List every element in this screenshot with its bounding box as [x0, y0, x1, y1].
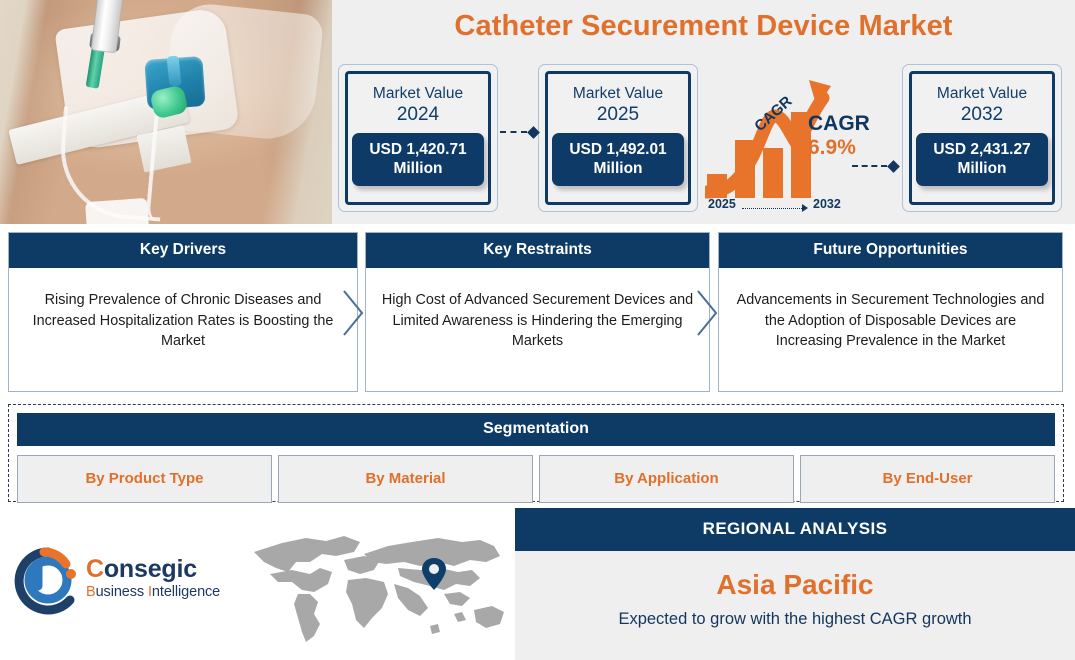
map-location-pin-icon	[422, 558, 446, 590]
timeline-line	[742, 207, 802, 209]
key-restraints-text: High Cost of Advanced Securement Devices…	[381, 292, 694, 349]
connector-2024-to-2025	[500, 125, 540, 139]
segmentation-section: Segmentation By Product Type By Material…	[8, 404, 1064, 503]
logo-name-rest: onsegic	[103, 555, 197, 583]
key-drivers-text: Rising Prevalence of Chronic Diseases an…	[32, 292, 334, 349]
photo-iv-tubing-bottom	[85, 197, 149, 224]
cagr-timeline-arrow-icon	[742, 204, 808, 212]
segmentation-row: By Product Type By Material By Applicati…	[15, 455, 1057, 503]
market-value-amount-number: USD 2,431.27	[933, 141, 1031, 158]
market-value-year: 2025	[596, 104, 640, 125]
consegic-logo-mark-icon	[14, 547, 76, 615]
key-restraints-heading: Key Restraints	[366, 233, 709, 268]
connector-dashed-line	[500, 131, 527, 133]
regional-analysis-panel: REGIONAL ANALYSIS Asia Pacific Expected …	[515, 508, 1075, 660]
logo-tagline-i: I	[147, 584, 152, 600]
logo-tagline-ntelligence: ntelligence	[151, 584, 221, 600]
market-value-card-2024: Market Value 2024 USD 1,420.71 Million	[338, 64, 498, 212]
market-value-year: 2024	[396, 104, 440, 125]
future-opportunities-box: Future Opportunities Advancements in Sec…	[718, 232, 1063, 392]
chevron-right-icon	[343, 290, 365, 336]
cagr-value: 6.9%	[808, 136, 856, 159]
connector-cagr-to-2032	[852, 159, 900, 173]
logo-tagline-b: B	[86, 584, 96, 600]
consegic-logo-text: Consegic Business Intelligence	[86, 555, 220, 601]
market-value-card-2032: Market Value 2032 USD 2,431.27 Million	[902, 64, 1062, 212]
chevron-right-icon	[697, 290, 719, 336]
segmentation-item-application[interactable]: By Application	[539, 455, 794, 503]
segmentation-item-product-type[interactable]: By Product Type	[17, 455, 272, 503]
consegic-logo: Consegic Business Intelligence	[14, 546, 244, 626]
world-map-icon	[248, 532, 510, 650]
timeline-arrowhead	[802, 204, 808, 212]
market-value-amount: USD 1,492.01 Million	[552, 133, 684, 186]
market-value-card-2025: Market Value 2025 USD 1,492.01 Million	[538, 64, 698, 212]
market-value-amount-number: USD 1,420.71	[369, 141, 467, 158]
logo-tagline-usiness: usiness	[95, 584, 148, 600]
market-value-card-inner: Market Value 2025 USD 1,492.01 Million	[545, 71, 691, 205]
page-title: Catheter Securement Device Market	[454, 10, 953, 42]
key-drivers-box: Key Drivers Rising Prevalence of Chronic…	[8, 232, 358, 392]
cagr-end-year: 2032	[813, 197, 841, 211]
cagr-growth-chart-icon: CAGR	[700, 70, 900, 215]
regional-analysis-note: Expected to grow with the highest CAGR g…	[618, 610, 972, 628]
logo-company-name: Consegic	[86, 555, 220, 583]
future-opportunities-heading: Future Opportunities	[719, 233, 1062, 268]
regional-analysis-region: Asia Pacific	[716, 569, 874, 600]
future-opportunities-text: Advancements in Securement Technologies …	[736, 292, 1045, 349]
hero-photo-iv-catheter	[0, 0, 332, 224]
market-value-label: Market Value	[936, 85, 1028, 102]
cagr-readout: CAGR 6.9%	[808, 112, 870, 160]
cagr-word-label: CAGR	[808, 112, 870, 135]
segmentation-item-material[interactable]: By Material	[278, 455, 533, 503]
logo-name-initial: C	[86, 555, 104, 583]
market-value-amount-number: USD 1,492.01	[569, 141, 667, 158]
connector-diamond-icon	[527, 125, 540, 139]
market-value-amount-unit: Million	[957, 160, 1007, 177]
market-value-amount: USD 1,420.71 Million	[352, 133, 484, 186]
segmentation-heading: Segmentation	[17, 413, 1055, 446]
cagr-start-year: 2025	[708, 197, 736, 211]
market-value-year: 2032	[960, 104, 1004, 125]
market-value-card-inner: Market Value 2024 USD 1,420.71 Million	[345, 71, 491, 205]
connector-dashed-line	[852, 165, 887, 167]
market-value-amount-unit: Million	[393, 160, 443, 177]
market-value-card-inner: Market Value 2032 USD 2,431.27 Million	[909, 71, 1055, 205]
key-restraints-box: Key Restraints High Cost of Advanced Sec…	[365, 232, 710, 392]
market-value-amount: USD 2,431.27 Million	[916, 133, 1048, 186]
key-drivers-heading: Key Drivers	[9, 233, 357, 268]
segmentation-item-end-user[interactable]: By End-User	[800, 455, 1055, 503]
regional-analysis-heading: REGIONAL ANALYSIS	[515, 508, 1075, 551]
top-band: Catheter Securement Device Market Market…	[0, 0, 1075, 224]
market-value-amount-unit: Million	[593, 160, 643, 177]
logo-tagline: Business Intelligence	[86, 583, 220, 601]
market-value-label: Market Value	[372, 85, 464, 102]
market-value-label: Market Value	[572, 85, 664, 102]
